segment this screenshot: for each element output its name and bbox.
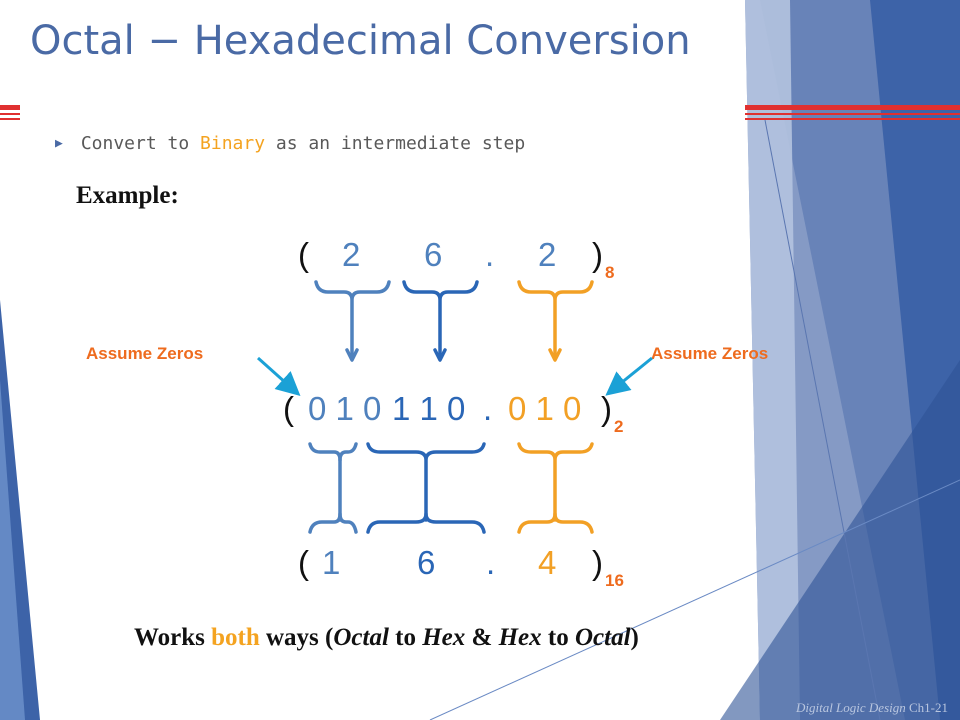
arrow-left xyxy=(256,356,301,397)
octal-base: 8 xyxy=(605,263,615,282)
brace-tip xyxy=(345,348,359,362)
deco-line xyxy=(429,479,960,720)
footer-octal: Octal xyxy=(333,624,389,651)
binary-base: 2 xyxy=(614,417,624,436)
footer-text: to xyxy=(388,624,423,651)
right-corner-shade xyxy=(720,360,960,720)
slide-title: Octal − Hexadecimal Conversion xyxy=(30,18,691,64)
page-number: Ch1-21 xyxy=(909,700,948,715)
bullet-text-end: as an intermediate step xyxy=(265,133,526,154)
binary-dot: . xyxy=(483,390,493,427)
brace-binary-3 xyxy=(517,442,594,522)
footer-text: Works xyxy=(134,624,212,651)
footer-hex: Hex xyxy=(498,624,542,651)
footer-highlight: both xyxy=(211,624,260,651)
deco-line xyxy=(764,119,881,720)
assume-zeros-right: Assume Zeros xyxy=(651,344,769,363)
octal-digit-3: 2 xyxy=(538,236,557,273)
assume-zeros-left: Assume Zeros xyxy=(86,344,204,363)
hex-digit-3: 4 xyxy=(538,544,557,581)
bullet-highlight: Binary xyxy=(200,133,266,154)
brace-octal-3 xyxy=(517,280,594,358)
octal-dot: . xyxy=(485,236,495,273)
bullet-text: Convert to xyxy=(80,133,201,154)
brace-tip xyxy=(548,348,562,362)
footer-octal: Octal xyxy=(574,624,631,651)
right-band-light xyxy=(745,0,800,720)
binary-group-3: 0 1 0 xyxy=(508,390,582,427)
bullet-triangle-icon: ▶ xyxy=(55,136,63,151)
hex-open-paren: ( xyxy=(298,544,309,581)
binary-close-paren: )2 xyxy=(601,390,624,436)
brace-binary-2 xyxy=(366,442,486,522)
octal-digit-1: 2 xyxy=(342,236,361,273)
slide-footer: Digital Logic Design Ch1-21 xyxy=(796,700,948,716)
brace-hex-2 xyxy=(366,512,486,534)
brace-binary-1 xyxy=(308,442,342,522)
footer-text: ways ( xyxy=(259,624,334,651)
arrow-right xyxy=(605,356,653,396)
binary-open-paren: ( xyxy=(283,390,294,427)
octal-digit-2: 6 xyxy=(424,236,443,273)
hex-base: 16 xyxy=(605,571,624,590)
brace-hex-1 xyxy=(308,512,358,534)
brace-octal-2 xyxy=(402,280,479,358)
left-red-accent xyxy=(0,105,20,120)
footer-text: & xyxy=(465,624,499,651)
footer-text: ) xyxy=(630,624,639,651)
binary-group-2: 1 1 0 xyxy=(392,390,466,427)
hex-dot: . xyxy=(486,544,496,581)
right-red-accent xyxy=(745,105,960,120)
footer-text: to xyxy=(541,624,575,651)
bullet-item: ▶ Convert to Binary as an intermediate st… xyxy=(55,133,525,154)
binary-group-1: 0 1 0 xyxy=(308,390,382,427)
example-label: Example: xyxy=(76,182,179,209)
brace-octal-1 xyxy=(314,280,391,358)
works-both-ways-note: Works both ways (Octal to Hex & Hex to O… xyxy=(134,624,639,652)
hex-close-paren: )16 xyxy=(592,544,624,590)
course-name: Digital Logic Design xyxy=(795,700,906,715)
brace-tip xyxy=(433,348,447,362)
hex-digit-1: 1 xyxy=(322,544,341,581)
hex-digit-2: 6 xyxy=(417,544,436,581)
brace-hex-3 xyxy=(517,512,594,534)
octal-open-paren: ( xyxy=(298,236,309,273)
brace-binary-1b xyxy=(338,442,358,462)
octal-close-paren: )8 xyxy=(592,236,615,282)
left-wedge-light xyxy=(0,380,25,720)
footer-hex: Hex xyxy=(422,624,466,651)
